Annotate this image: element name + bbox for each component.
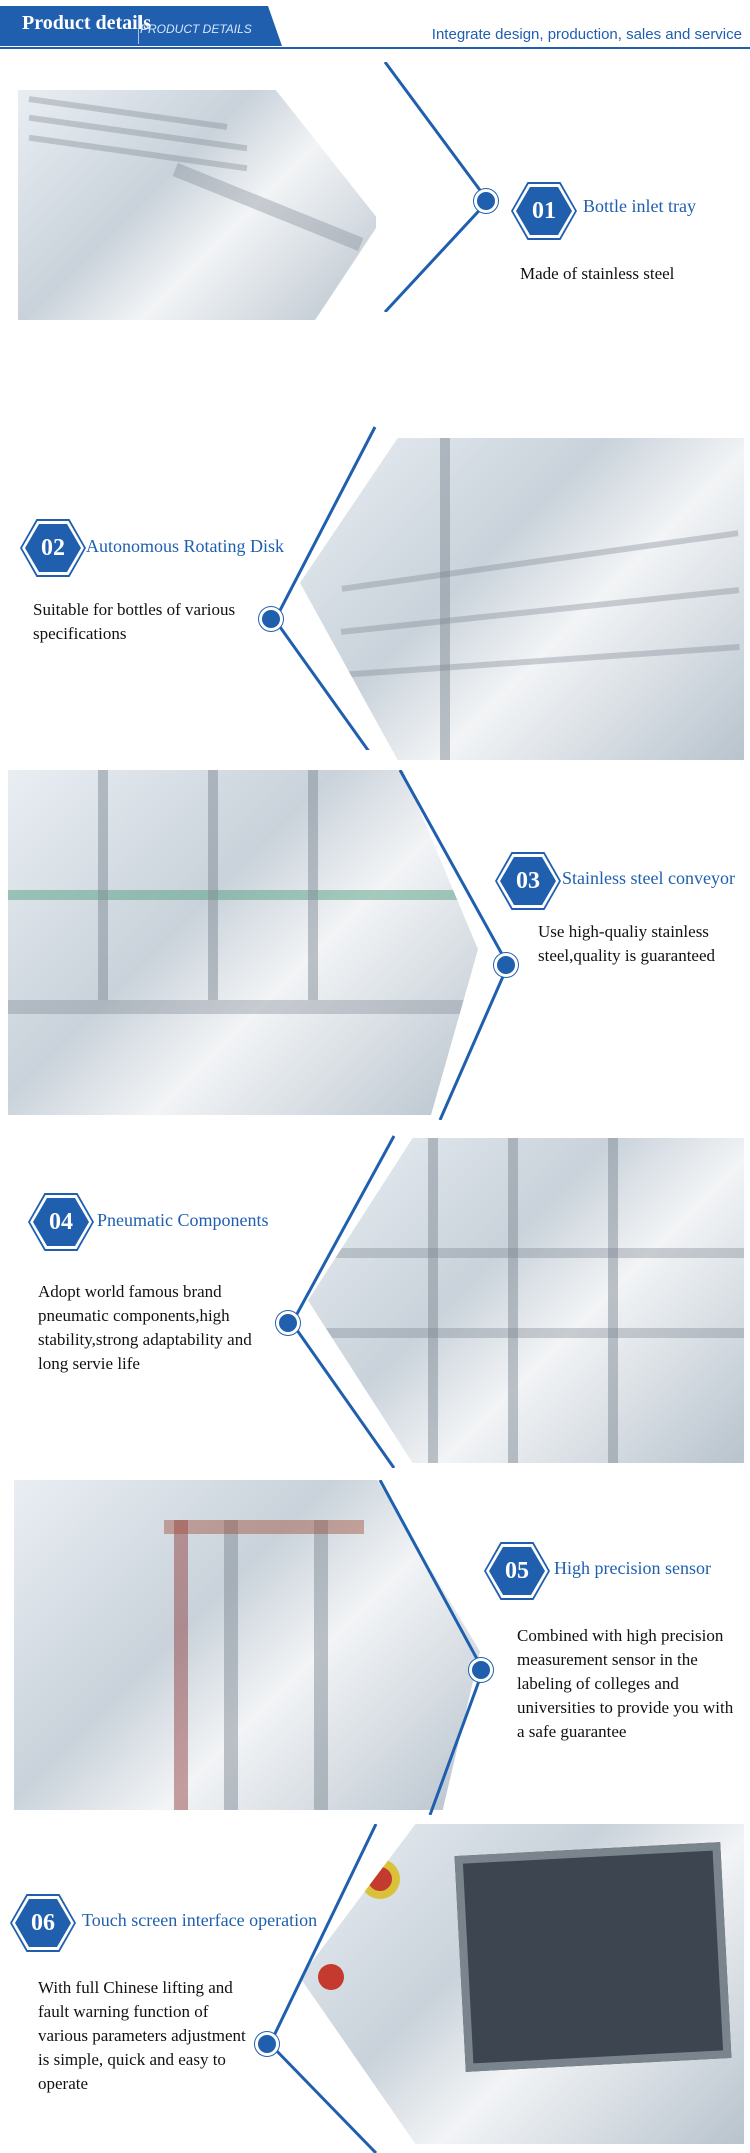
feature-section-05: 05 High precision sensor Combined with h… — [0, 1480, 750, 1815]
feature-title-02: Autonomous Rotating Disk — [86, 536, 285, 556]
feature-description-06: With full Chinese lifting and fault warn… — [38, 1978, 246, 2093]
feature-section-02: 02 Autonomous Rotating Disk Suitable for… — [0, 420, 750, 760]
header-underline — [0, 47, 750, 49]
header-tab: Product details PRODUCT DETAILS — [0, 6, 282, 46]
feature-dot-01 — [474, 189, 498, 213]
feature-title-04: Pneumatic Components — [97, 1210, 269, 1230]
feature-connector-02 — [273, 426, 377, 750]
feature-description-02: Suitable for bottles of various specific… — [33, 600, 236, 643]
feature-dot-03 — [494, 953, 518, 977]
feature-dot-04 — [276, 1311, 300, 1335]
feature-description-05: Combined with high precision measurement… — [517, 1626, 734, 1741]
feature-image-stainless-steel-conveyor — [8, 770, 478, 1115]
feature-image-high-precision-sensor — [14, 1480, 480, 1810]
feature-dot-06 — [255, 2032, 279, 2056]
header-tagline: Integrate design, production, sales and … — [431, 26, 742, 43]
feature-title-01: Bottle inlet tray — [583, 196, 696, 216]
feature-title-03: Stainless steel conveyor — [562, 868, 735, 888]
feature-description-04: Adopt world famous brand pneumatic compo… — [38, 1282, 252, 1373]
feature-title-06: Touch screen interface operation — [82, 1910, 318, 1930]
feature-section-01: 01 Bottle inlet tray Made of stainless s… — [0, 62, 750, 320]
feature-description-03: Use high-qualiy stainless steel,quality … — [538, 922, 716, 965]
feature-dot-02 — [259, 607, 283, 631]
feature-section-03: 03 Stainless steel conveyor Use high-qua… — [0, 770, 750, 1120]
feature-image-autonomous-rotating-disk — [300, 438, 744, 760]
page-header: Product details PRODUCT DETAILS Integrat… — [0, 0, 750, 49]
feature-description-01: Made of stainless steel — [520, 264, 675, 283]
feature-title-05: High precision sensor — [554, 1558, 711, 1578]
feature-section-06: 06 Touch screen interface operation With… — [0, 1824, 750, 2153]
header-divider — [138, 16, 139, 44]
feature-dot-05 — [469, 1658, 493, 1682]
feature-section-04: 04 Pneumatic Components Adopt world famo… — [0, 1128, 750, 1468]
header-subtitle: PRODUCT DETAILS — [140, 22, 252, 36]
header-title: Product details — [22, 12, 152, 34]
feature-image-pneumatic-components — [308, 1138, 744, 1463]
